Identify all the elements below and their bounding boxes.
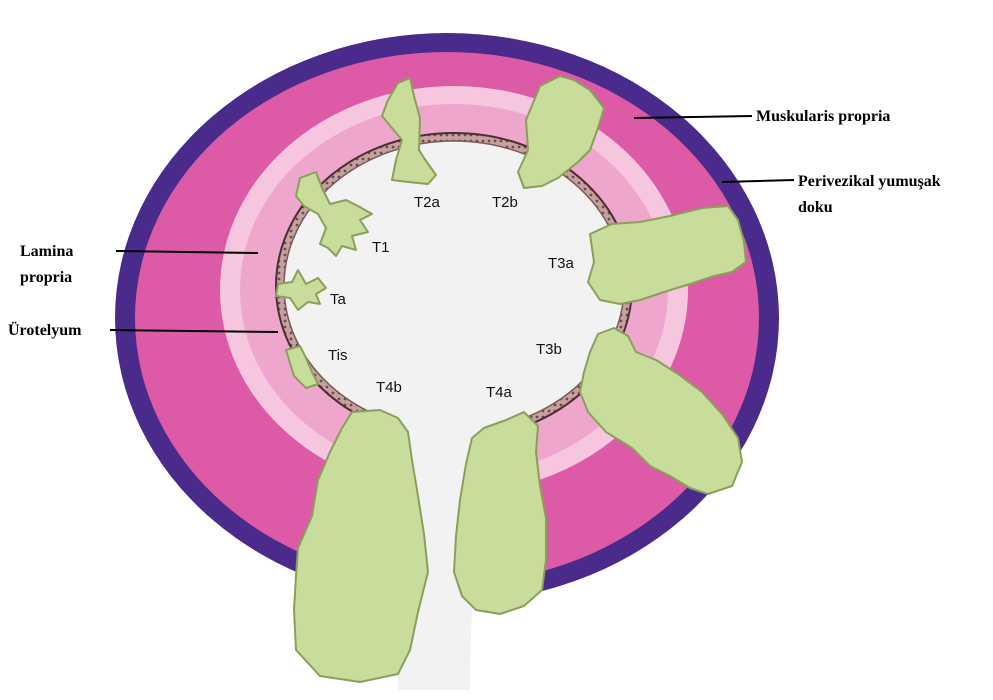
perivesical-label-line2: doku	[798, 199, 833, 216]
stage-label-t4b: T4b	[376, 379, 402, 396]
lamina-propria-label-line2: propria	[20, 269, 72, 286]
stage-label-t3a: T3a	[548, 255, 575, 272]
stage-label-ta: Ta	[330, 291, 347, 308]
muscularis-propria-label: Muskularis propria	[756, 108, 890, 125]
stage-label-t4a: T4a	[486, 384, 513, 401]
perivesical-label-line1: Perivezikal yumuşak	[798, 173, 941, 190]
stage-label-t1: T1	[372, 239, 390, 256]
lamina-propria-label-line1: Lamina	[20, 243, 73, 260]
urothelium-label: Ürotelyum	[8, 321, 82, 339]
stage-label-t3b: T3b	[536, 341, 562, 358]
stage-label-t2a: T2a	[414, 194, 441, 211]
stage-label-t2b: T2b	[492, 194, 518, 211]
bladder-lumen	[284, 141, 624, 431]
stage-label-tis: Tis	[328, 347, 347, 364]
